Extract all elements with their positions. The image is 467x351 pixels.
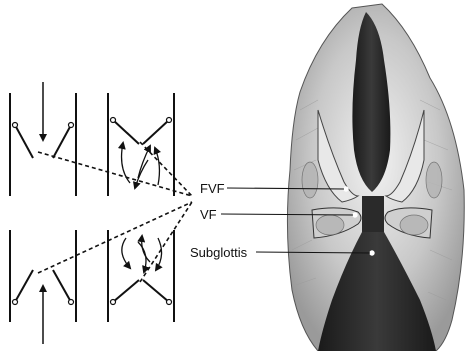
fold-left: [15, 125, 33, 158]
label-fvf: FVF: [200, 181, 225, 196]
fold-hinge: [69, 123, 74, 128]
fold-hinge: [111, 118, 116, 123]
glottis: [362, 196, 384, 236]
fold-right: [143, 120, 169, 144]
vortex-arrow: [135, 160, 148, 188]
schematic-top-right: [108, 93, 174, 196]
vortex-arrow: [138, 146, 150, 178]
fold-right: [143, 280, 169, 302]
fold-left: [113, 120, 139, 144]
subglottis-marker: [370, 251, 374, 255]
connector: [38, 202, 192, 273]
label-subglottis: Subglottis: [190, 245, 248, 260]
larynx-coronal-section: [287, 4, 464, 351]
schematic-top-left: [10, 82, 76, 196]
fvf-marker: [344, 187, 348, 191]
fold-right: [53, 125, 71, 158]
vortex-arrow: [156, 238, 162, 270]
fold-left: [113, 280, 139, 302]
vortex-arrow: [122, 238, 130, 268]
fold-hinge: [13, 123, 18, 128]
fold-hinge: [167, 118, 172, 123]
fold-left: [15, 270, 33, 302]
fold-right: [53, 270, 71, 302]
schematic-bottom-left: [10, 230, 76, 344]
vortex-arrow: [155, 148, 159, 185]
fold-hinge: [13, 300, 18, 305]
fold-hinge: [111, 300, 116, 305]
connector: [38, 152, 192, 196]
vf-marker: [353, 213, 357, 217]
label-vf: VF: [200, 207, 217, 222]
fold-hinge: [69, 300, 74, 305]
fold-hinge: [167, 300, 172, 305]
dashed-connectors: [38, 142, 192, 282]
